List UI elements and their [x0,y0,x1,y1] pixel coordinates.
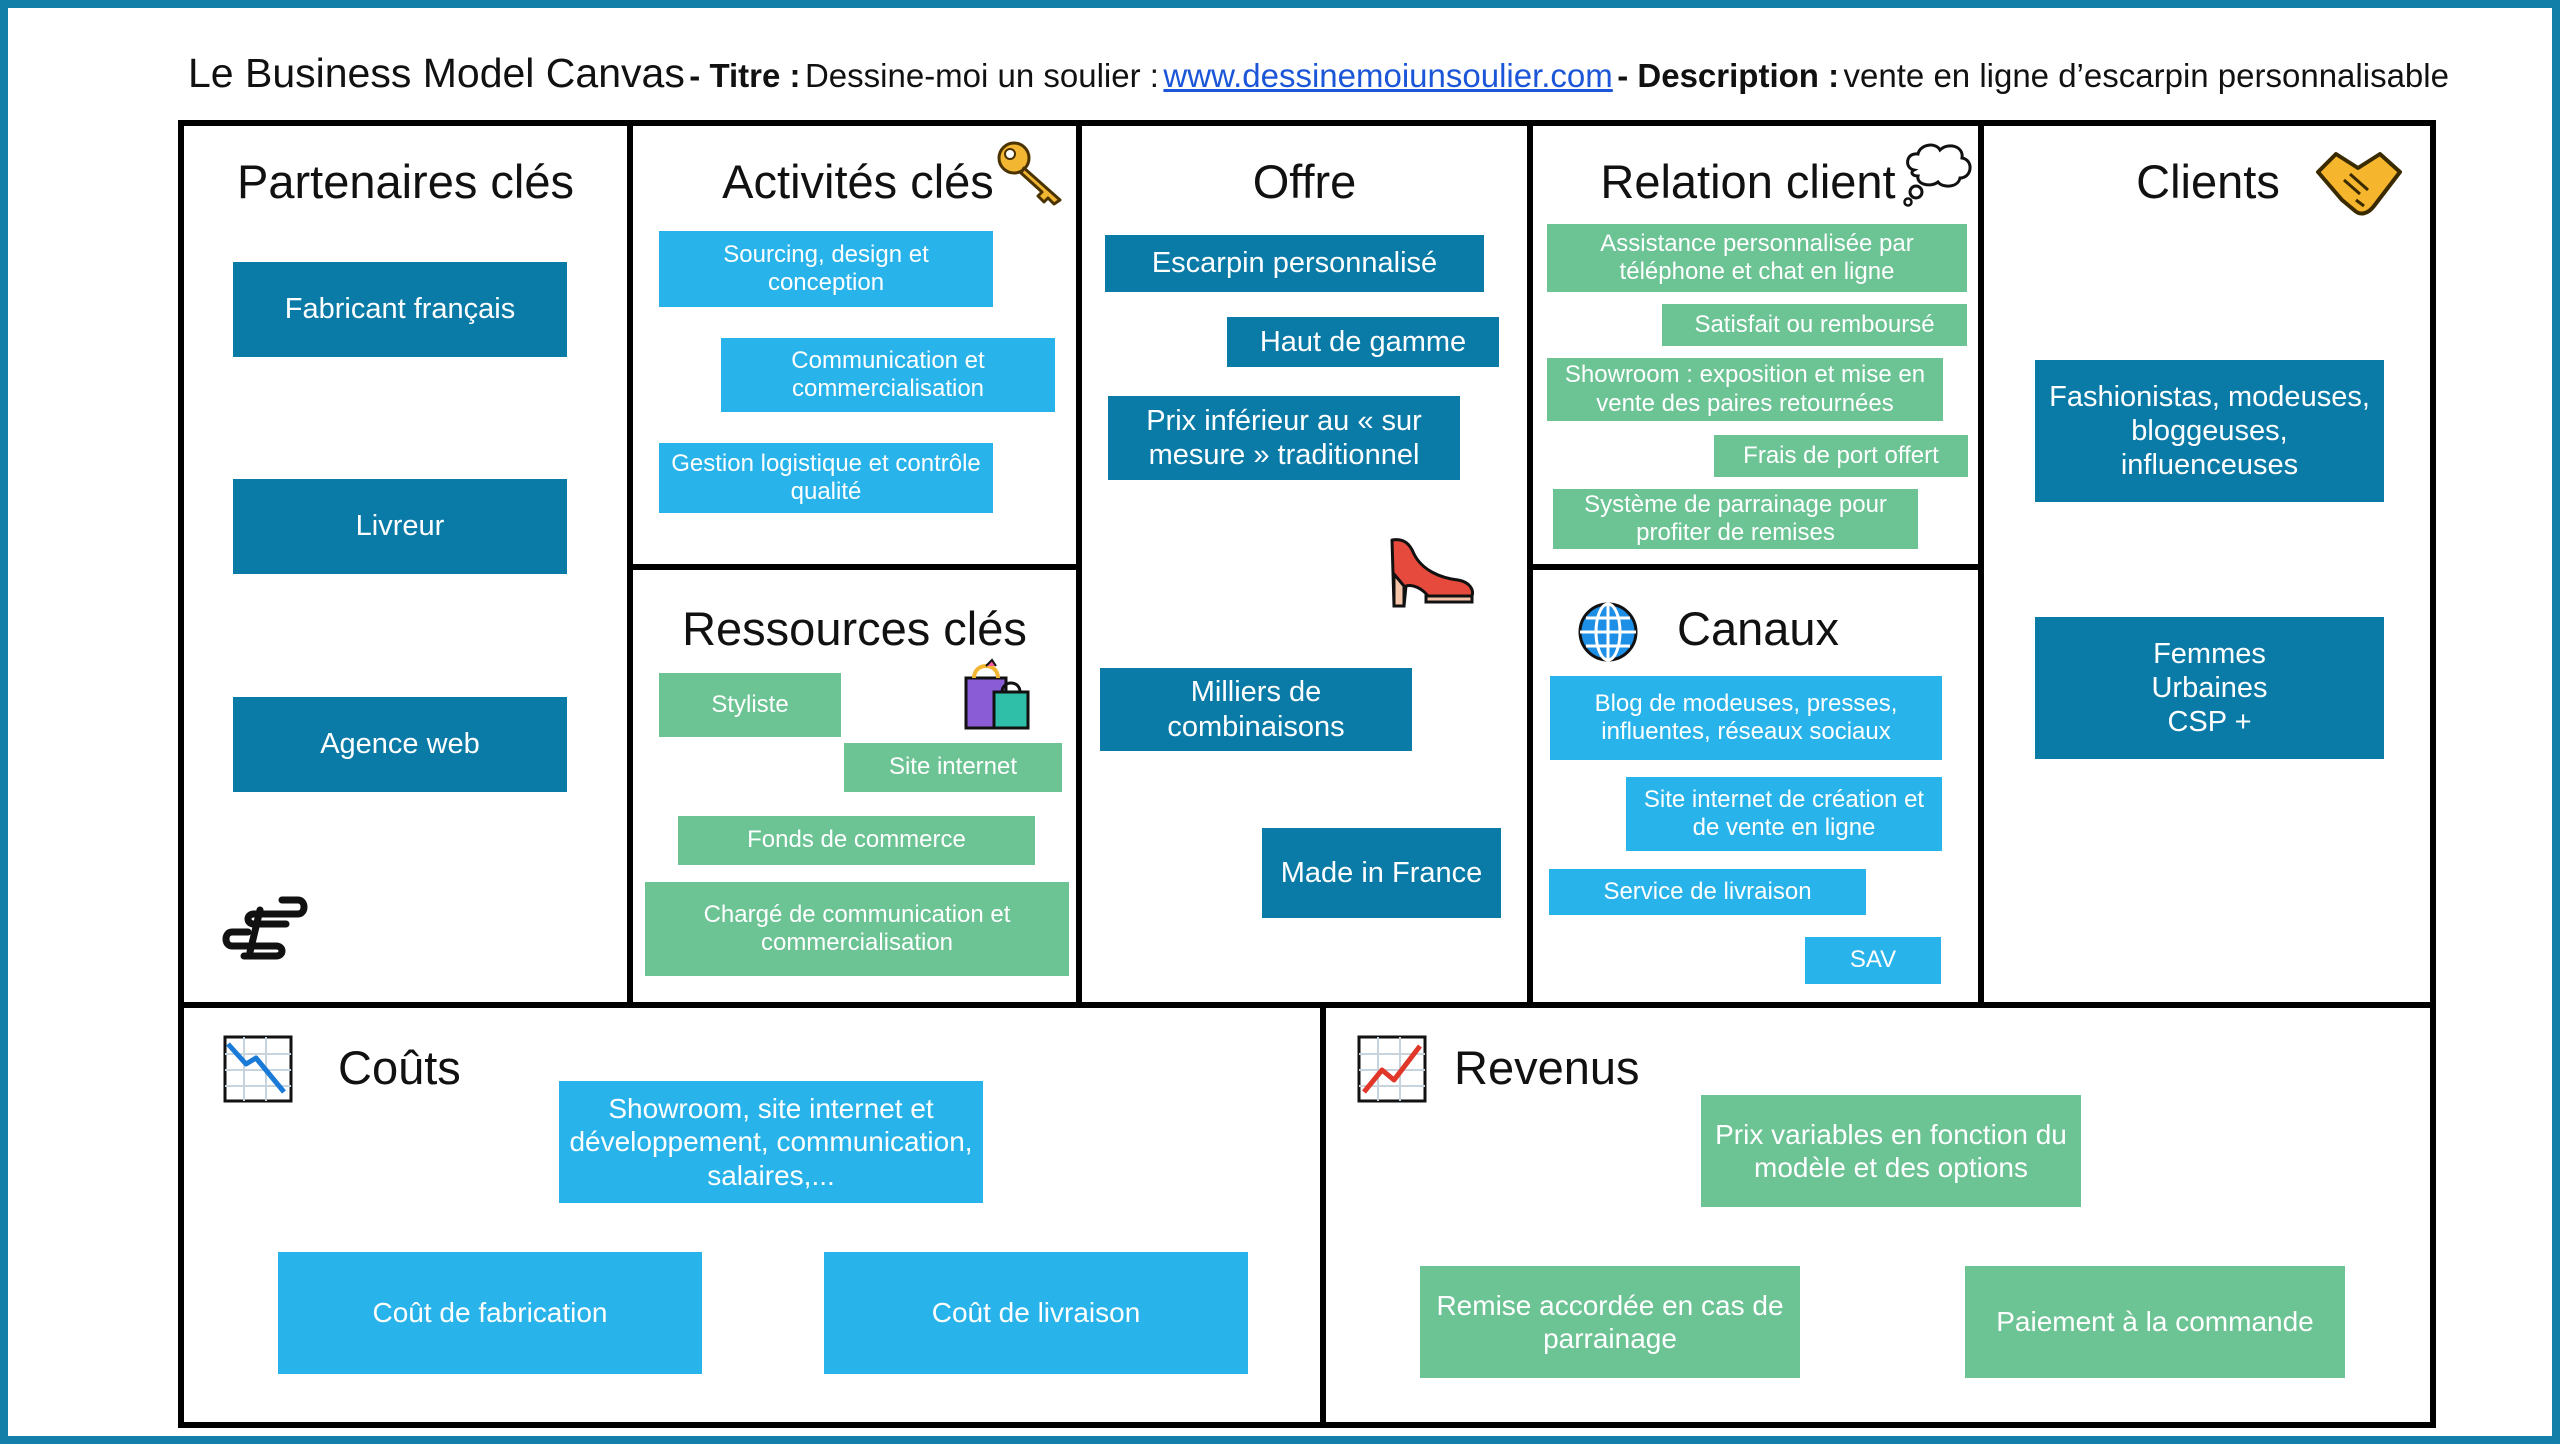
card-showroom: Showroom : exposition et mise en vente d… [1547,358,1943,421]
activites-title: Activités clés [722,155,994,208]
card-fashionistas: Fashionistas, modeuses, bloggeuses, infl… [2035,360,2384,502]
card-sourcing: Sourcing, design et conception [659,231,993,307]
revenus-title: Revenus [1454,1041,1640,1094]
card-service-livraison: Service de livraison [1549,869,1866,915]
ressources-title: Ressources clés [682,602,1027,655]
high-heel-icon [1390,538,1474,608]
card-sav: SAV [1805,937,1941,984]
description-value: vente en ligne d’escarpin personnalisabl… [1843,57,2449,94]
card-fabricant: Fabricant français [233,262,567,357]
card-cout-fabrication: Coût de fabrication [278,1252,702,1374]
thought-bubble-icon [1903,143,1972,207]
card-blog: Blog de modeuses, presses, influentes, r… [1550,676,1942,760]
partenaires-title: Partenaires clés [237,155,574,208]
paperclips-icon [222,896,308,960]
card-remise: Remise accordée en cas de parrainage [1420,1266,1800,1378]
chart-decreasing-icon [223,1035,293,1103]
main-title: Le Business Model Canvas [188,50,685,96]
globe-icon [1578,602,1638,662]
card-haut-gamme: Haut de gamme [1227,317,1499,367]
website-link[interactable]: www.dessinemoiunsoulier.com [1163,57,1613,94]
card-charge-communication: Chargé de communication et commercialisa… [645,882,1069,976]
titre-label: - Titre : [689,57,801,94]
handshake-icon [2316,152,2402,216]
card-cout-livraison: Coût de livraison [824,1252,1248,1374]
canaux-title: Canaux [1677,602,1839,655]
card-site-vente: Site internet de création et de vente en… [1626,777,1942,851]
card-fonds-commerce: Fonds de commerce [678,816,1035,865]
page-title: Le Business Model Canvas - Titre : Dessi… [188,50,2488,106]
card-prix-variables: Prix variables en fonction du modèle et … [1701,1095,2081,1207]
key-icon [997,141,1062,206]
card-parrainage: Système de parrainage pour profiter de r… [1553,489,1918,549]
shopping-bags-icon [964,658,1030,730]
titre-value: Dessine-moi un soulier : [804,57,1159,94]
clients-title: Clients [2136,155,2280,208]
card-made-france: Made in France [1262,828,1501,918]
couts-title: Coûts [338,1041,461,1094]
card-site-internet: Site internet [844,743,1062,792]
card-paiement: Paiement à la commande [1965,1266,2345,1378]
card-styliste: Styliste [659,673,841,737]
card-livreur: Livreur [233,479,567,574]
card-escarpin: Escarpin personnalisé [1105,235,1484,292]
card-agence-web: Agence web [233,697,567,792]
card-assistance: Assistance personnalisée par téléphone e… [1547,224,1967,292]
offre-title: Offre [1252,155,1357,208]
section-clients [1978,120,2436,1008]
card-milliers: Milliers de combinaisons [1100,668,1412,751]
card-logistique: Gestion logistique et contrôle qualité [659,443,993,513]
relation-title: Relation client [1600,155,1896,208]
card-satisfait: Satisfait ou remboursé [1662,304,1967,346]
card-showroom-couts: Showroom, site internet et développement… [559,1081,983,1203]
card-communication: Communication et commercialisation [721,338,1055,412]
description-label: - Description : [1617,57,1840,94]
card-femmes-urbaines: Femmes Urbaines CSP + [2035,617,2384,759]
chart-increasing-icon [1357,1035,1427,1103]
card-frais-port: Frais de port offert [1714,435,1968,477]
card-prix-inferieur: Prix inférieur au « sur mesure » traditi… [1108,396,1460,480]
